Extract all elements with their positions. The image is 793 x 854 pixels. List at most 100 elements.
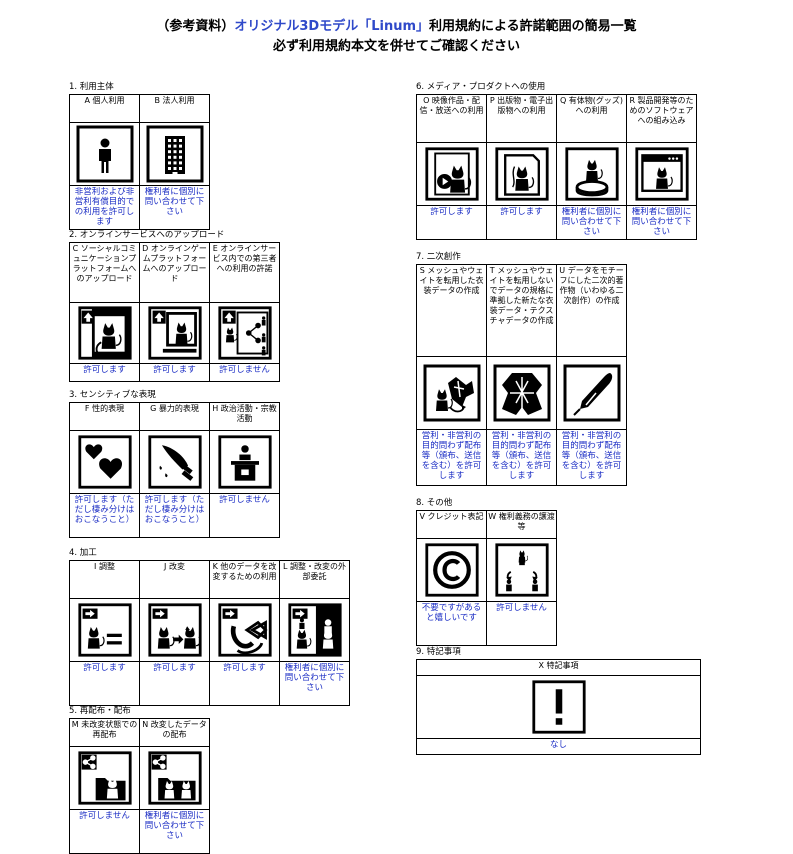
permission-status: 許可します (486, 205, 557, 240)
permission-status: 許可しません (209, 363, 280, 382)
icon-cell (486, 142, 557, 206)
column-header: F 性的表現 (69, 402, 140, 431)
license-table: X 特記事項なし (416, 659, 701, 755)
permission-status: 権利者に個別に問い合わせて下さい (626, 205, 697, 240)
pen-icon (563, 364, 620, 422)
third-party-share-icon (217, 306, 272, 360)
person-icon (76, 125, 133, 183)
column-header: E オンラインサービス内での第三者への利用の許諾 (209, 242, 280, 303)
outsource-icon (287, 603, 342, 657)
permission-status: 許可しません (486, 601, 557, 646)
permission-status: 許可します (69, 661, 140, 706)
icon-cell (139, 122, 210, 186)
distribute-modified-icon (147, 751, 202, 805)
goods-icon (564, 147, 619, 201)
icon-cell (279, 598, 350, 662)
section-title: 6. メディア・プロダクトへの使用 (416, 82, 546, 92)
icon-cell (69, 122, 140, 186)
section-title: 5. 再配布・配布 (69, 706, 131, 716)
ribbon-modify-icon (217, 603, 272, 657)
mesh-transfer-icon (423, 364, 480, 422)
column-header: V クレジット表記 (416, 510, 487, 539)
section-title: 7. 二次創作 (416, 252, 461, 262)
icon-cell (69, 746, 140, 810)
permission-status: 営利・非営利の目的問わず配布等（頒布、送信を含む）を許可します (486, 429, 557, 486)
permission-status: 許可します（ただし棲み分けはおこなうこと） (139, 493, 210, 538)
icon-cell (486, 538, 557, 602)
column-header: J 改変 (139, 560, 210, 599)
new-costume-icon (493, 364, 550, 422)
column-header: S メッシュやウェイトを転用した衣装データの作成 (416, 264, 487, 357)
column-header: O 映像作品・配信・放送への利用 (416, 94, 487, 143)
icon-cell (626, 142, 697, 206)
icon-cell (139, 302, 210, 364)
column-header: Q 有体物(グッズ)への利用 (556, 94, 627, 143)
icon-cell (139, 430, 210, 494)
icon-cell (139, 746, 210, 810)
column-header: D オンラインゲームプラットフォームへのアップロード (139, 242, 210, 303)
column-header: M 未改変状態での再配布 (69, 718, 140, 747)
icon-cell (556, 356, 627, 430)
adjust-icon (77, 603, 132, 657)
column-header: H 政治活動・宗教活動 (209, 402, 280, 431)
icon-cell (139, 598, 210, 662)
permission-status: 不要ですがあると嬉しいです (416, 601, 487, 646)
icon-cell (69, 598, 140, 662)
icon-cell (486, 356, 557, 430)
permission-status: 営利・非営利の目的問わず配布等（頒布、送信を含む）を許可します (556, 429, 627, 486)
permission-status: 権利者に個別に問い合わせて下さい (279, 661, 350, 706)
permission-status: なし (416, 738, 701, 755)
document-title-line1: （参考資料）オリジナル3Dモデル「Linum」利用規約による許諾範囲の簡易一覧 (156, 19, 637, 34)
section-title: 1. 利用主体 (69, 82, 114, 92)
video-icon (424, 147, 479, 201)
permission-status: 許可します（ただし棲み分けはおこなうこと） (69, 493, 140, 538)
icon-cell (209, 598, 280, 662)
upload-social-icon (77, 306, 132, 360)
icon-cell (416, 675, 701, 739)
upload-game-icon (147, 306, 202, 360)
section-title: 3. センシティブな表現 (69, 390, 156, 400)
column-header: W 権利義務の譲渡等 (486, 510, 557, 539)
permission-status: 営利・非営利の目的問わず配布等（頒布、送信を含む）を許可します (416, 429, 487, 486)
permission-status: 許可します (416, 205, 487, 240)
permission-status: 許可します (69, 363, 140, 382)
column-header: G 暴力的表現 (139, 402, 210, 431)
column-header: R 製品開発等のためのソフトウェアへの組み込み (626, 94, 697, 143)
section-title: 4. 加工 (69, 548, 97, 558)
hearts-icon (77, 435, 132, 489)
section-title: 2. オンラインサービスへのアップロード (69, 230, 225, 240)
icon-cell (209, 430, 280, 494)
icon-cell (209, 302, 280, 364)
icon-cell (69, 430, 140, 494)
icon-cell (416, 142, 487, 206)
section-title: 9. 特記事項 (416, 647, 461, 657)
column-header: C ソーシャルコミュニケーションプラットフォームへのアップロード (69, 242, 140, 303)
column-header: L 調整・改変の外部委託 (279, 560, 350, 599)
software-icon (634, 147, 689, 201)
icon-cell (416, 538, 487, 602)
section-s9: 9. 特記事項 X 特記事項なし (416, 647, 701, 755)
column-header: B 法人利用 (139, 94, 210, 123)
rights-transfer-icon (494, 543, 549, 597)
knife-icon (147, 435, 202, 489)
document-title-line2: 必ず利用規約本文を併せてご確認ください (272, 39, 520, 54)
section-s2: 2. オンラインサービスへのアップロード C ソーシャルコミュニケーションプラット… (69, 230, 280, 382)
icon-cell (416, 356, 487, 430)
column-header: X 特記事項 (416, 659, 701, 676)
podium-icon (217, 435, 272, 489)
icon-cell (556, 142, 627, 206)
icon-cell (69, 302, 140, 364)
permission-status: 権利者に個別に問い合わせて下さい (556, 205, 627, 240)
column-header: P 出版物・電子出版物への利用 (486, 94, 557, 143)
exclamation-icon (531, 680, 586, 734)
building-icon (146, 125, 203, 183)
